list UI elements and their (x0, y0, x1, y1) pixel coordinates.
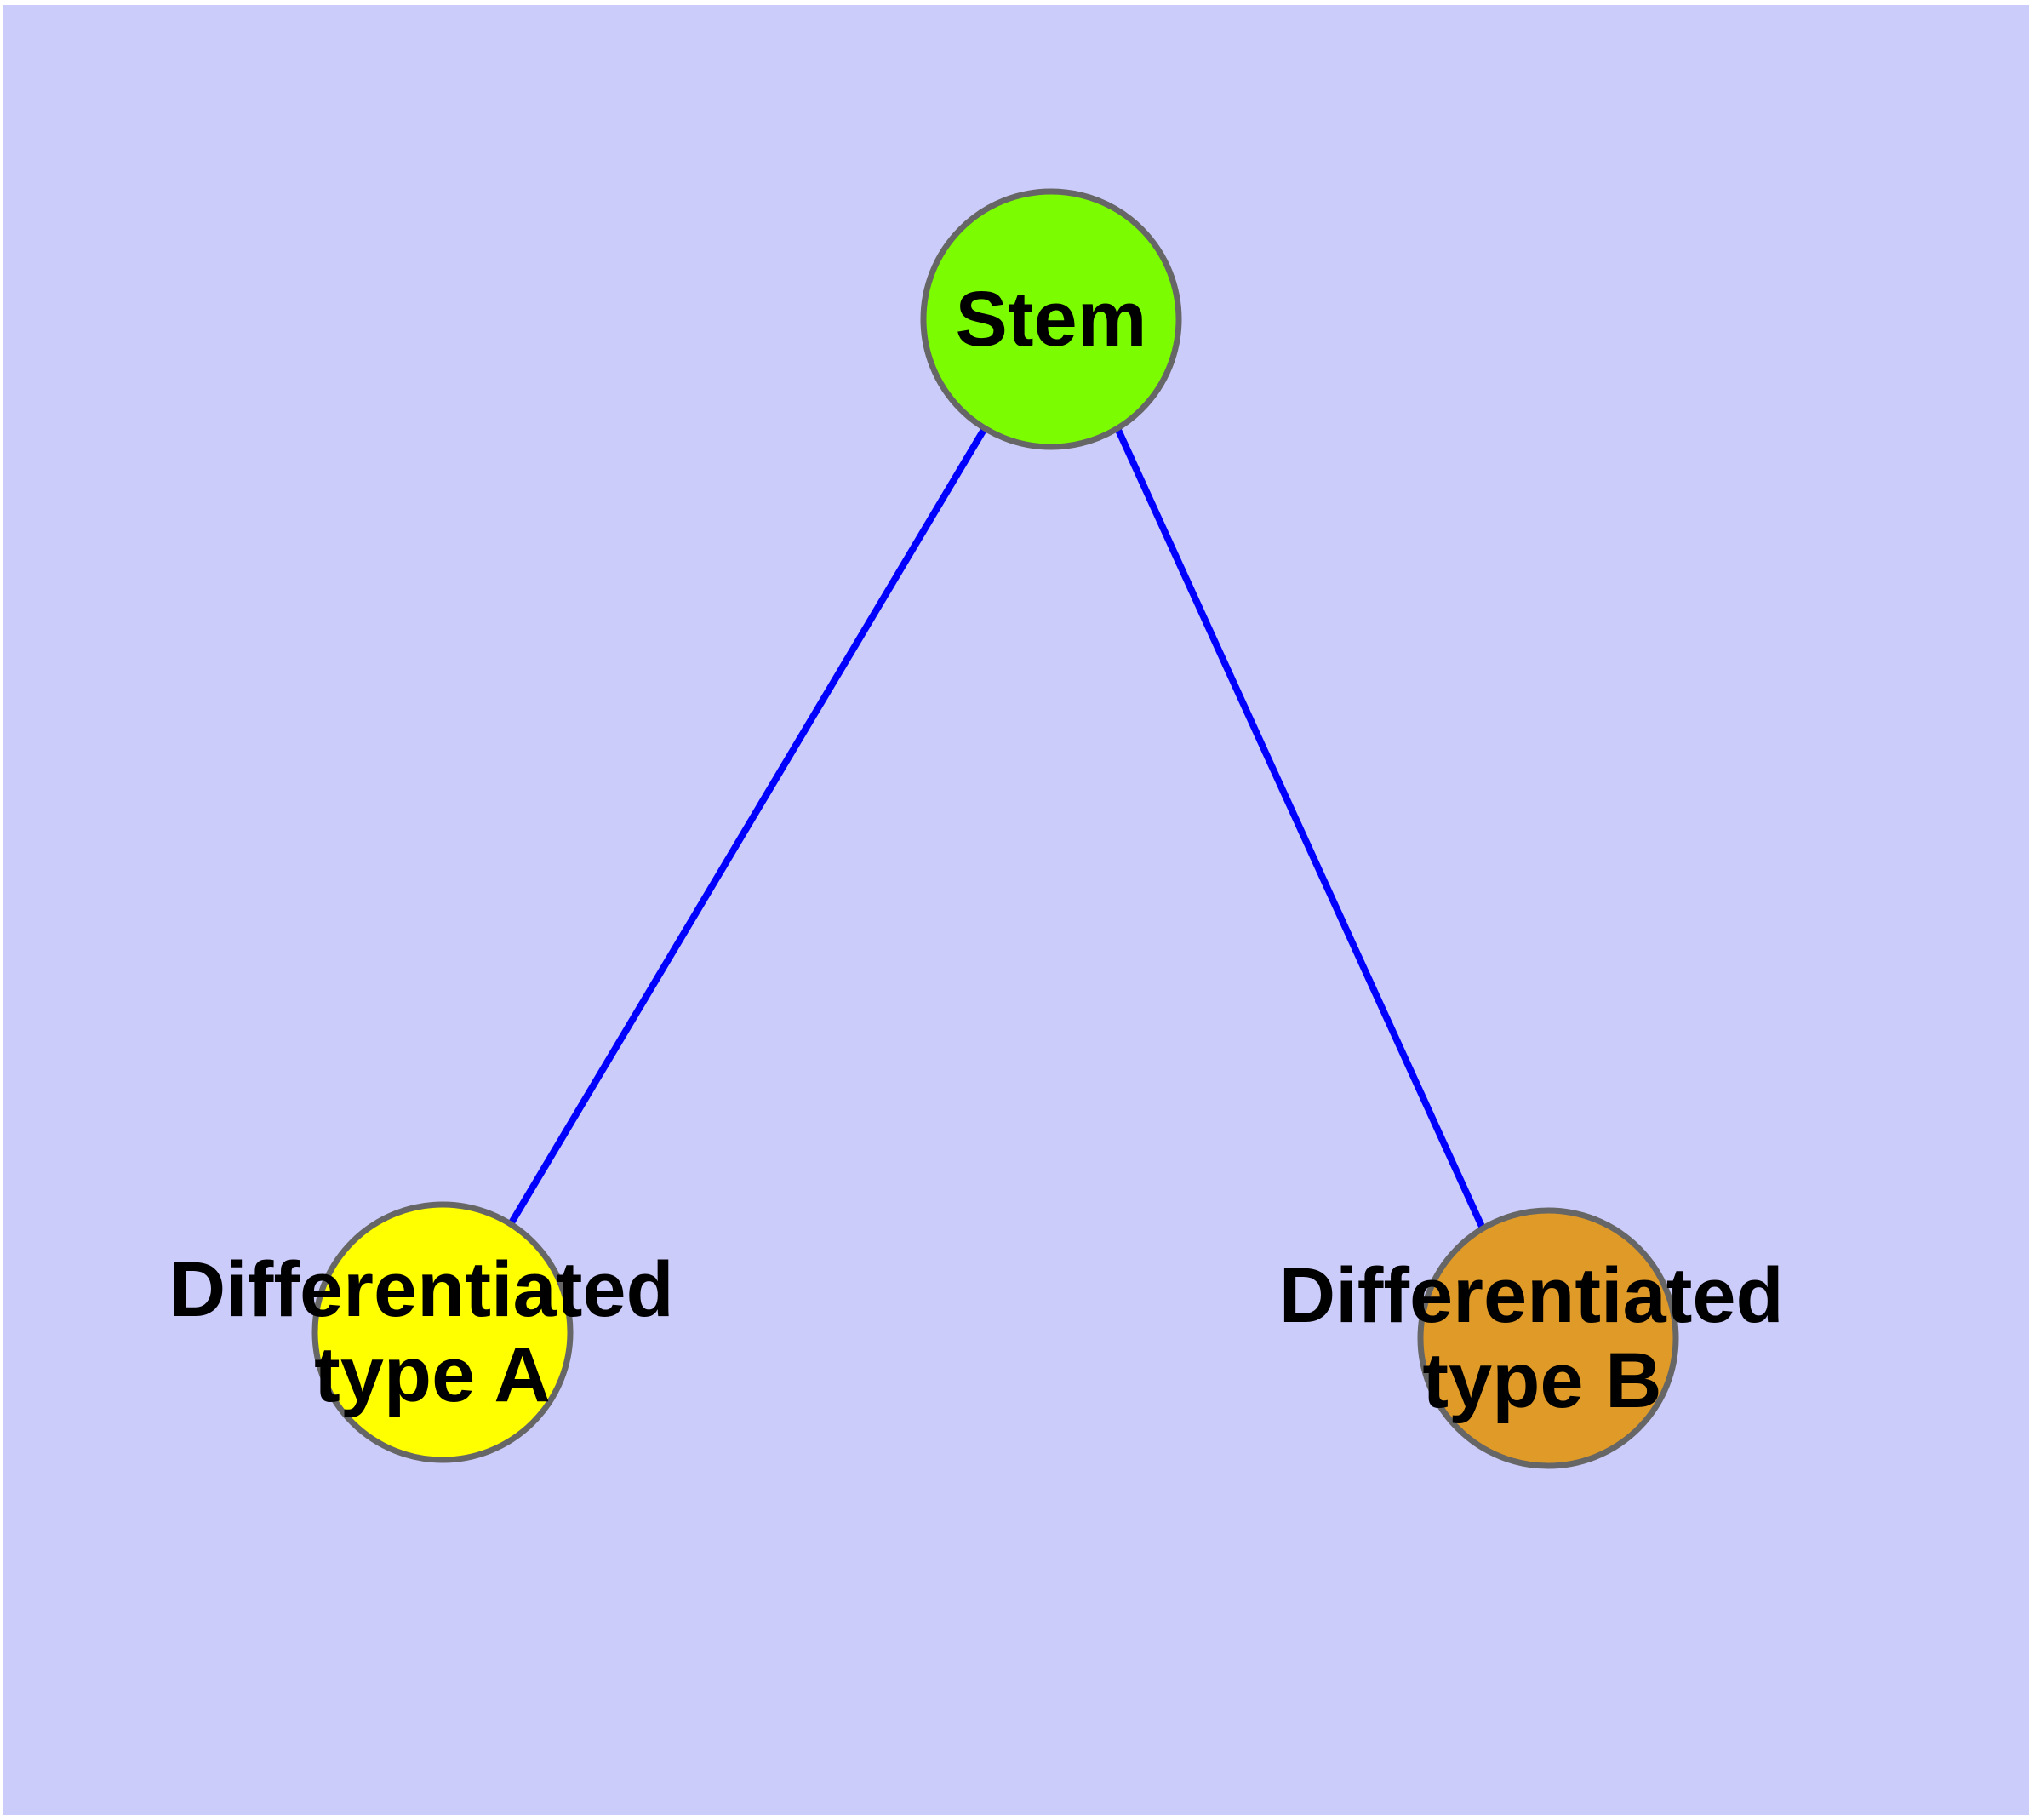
edge-layer (507, 426, 1487, 1232)
node-differentiated-type-a[interactable] (311, 1201, 574, 1463)
edge-stem-to-differentiated-type-b[interactable] (1114, 426, 1487, 1232)
node-stem-label: Stem (956, 276, 1147, 363)
node-differentiated-type-b[interactable] (1417, 1207, 1679, 1469)
node-differentiated-type-b-circle[interactable] (1417, 1207, 1679, 1469)
node-differentiated-type-a-label-line-1: Differentiated (169, 1246, 674, 1333)
node-differentiated-type-a-circle[interactable] (311, 1201, 574, 1463)
node-stem-circle[interactable] (920, 188, 1182, 450)
node-stem[interactable] (920, 188, 1182, 450)
node-stem-label-line-1: Stem (956, 276, 1147, 363)
node-differentiated-type-b-label-line-1: Differentiated (1279, 1252, 1784, 1339)
label-layer: Stem Differentiated type A Differentiate… (169, 276, 1806, 1424)
node-differentiated-type-b-label: Differentiated type B (1279, 1252, 1806, 1424)
node-differentiated-type-a-label-line-2: type A (314, 1331, 551, 1418)
node-differentiated-type-b-label-line-2: type B (1422, 1337, 1661, 1424)
edge-stem-to-differentiated-type-a[interactable] (507, 426, 988, 1227)
node-differentiated-type-a-label: Differentiated type A (169, 1246, 696, 1418)
node-layer (311, 188, 1679, 1469)
